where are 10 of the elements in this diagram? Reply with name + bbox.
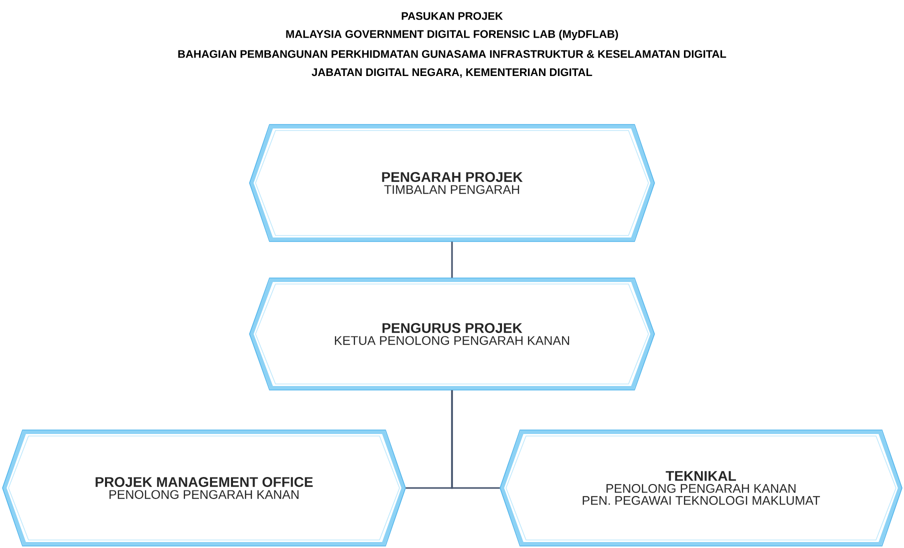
hexagon-box: PENGURUS PROJEK KETUA PENOLONG PENGARAH KANAN	[249, 278, 655, 390]
connector-line	[451, 242, 453, 278]
connector-line	[451, 390, 500, 489]
header-text: JABATAN DIGITAL NEGARA, KEMENTERIAN DIGITAL	[312, 68, 592, 78]
header-text: PASUKAN PROJEK	[402, 12, 503, 20]
hexagon-box: PROJEK MANAGEMENT OFFICE PENOLONG PENGARAH KANAN	[2, 430, 406, 546]
hexagon-box: PENGARAH PROJEK TIMBALAN PENGARAH	[249, 124, 655, 242]
hexagon-box: TEKNIKAL PENOLONG PENGARAH KANAN PEN. PEGAWAI TEKNOLOGI MAKLUMAT	[500, 430, 902, 546]
header-text: MALAYSIA GOVERNMENT DIGITAL FORENSIC LAB (MyDFLAB)	[286, 30, 618, 40]
header-text: BAHAGIAN PEMBANGUNAN PERKHIDMATAN GUNASAMA INFRASTRUKTUR & KESELAMATAN DIGITAL	[178, 50, 726, 58]
